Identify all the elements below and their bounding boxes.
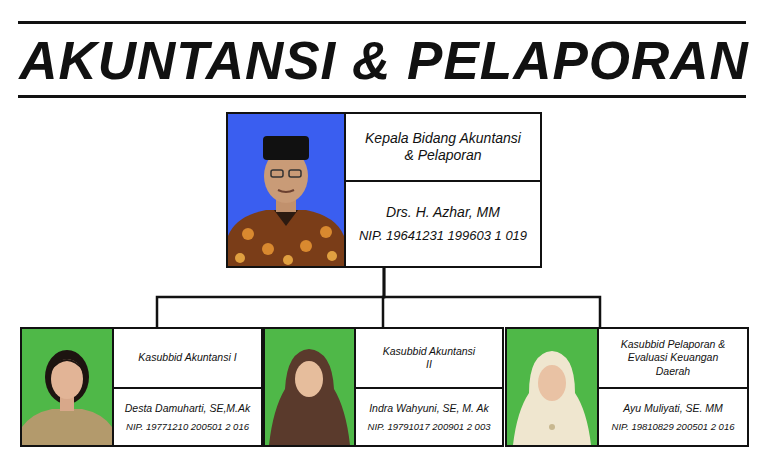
portrait-photo: [507, 329, 597, 445]
employee-id: NIP. 19810829 200501 2 016: [612, 421, 735, 433]
employee-id: NIP. 19771210 200501 2 016: [126, 421, 249, 433]
portrait-photo: [265, 329, 354, 445]
position-cell: Kasubbid Pelaporan & Evaluasi Keuangan D…: [599, 329, 747, 389]
position-cell: Kepala Bidang Akuntansi & Pelaporan: [346, 114, 540, 182]
person-name: Desta Damuharti, SE,M.Ak: [125, 402, 250, 415]
identity-cell: Ayu Muliyati, SE. MM NIP. 19810829 200501…: [599, 389, 747, 445]
text-column: Kasubbid Akuntansi I Desta Damuharti, SE,…: [112, 329, 261, 445]
position-title: Kasubbid Akuntansi I: [138, 351, 236, 364]
org-connector: [157, 268, 384, 327]
position-title: Kasubbid Pelaporan & Evaluasi Keuangan D…: [614, 338, 732, 377]
employee-id: NIP. 19791017 200901 2 003: [368, 421, 491, 433]
person-name: Indra Wahyuni, SE, M. Ak: [369, 402, 489, 415]
title-band: AKUNTANSI & PELAPORAN: [14, 24, 754, 96]
person-box: Kasubbid Akuntansi I Desta Damuharti, SE,…: [20, 327, 263, 447]
person-name: Ayu Muliyati, SE. MM: [623, 402, 723, 415]
identity-cell: Indra Wahyuni, SE, M. Ak NIP. 19791017 20…: [356, 389, 502, 445]
person-box: Kasubbid Akuntansi II Indra Wahyuni, SE, …: [263, 327, 504, 447]
person-box: Kepala Bidang Akuntansi & PelaporanDrs. …: [226, 112, 542, 268]
person-name: Drs. H. Azhar, MM: [386, 204, 500, 222]
person-box: Kasubbid Pelaporan & Evaluasi Keuangan D…: [505, 327, 749, 447]
employee-id: NIP. 19641231 199603 1 019: [359, 228, 527, 244]
position-title: Kepala Bidang Akuntansi & Pelaporan: [363, 130, 523, 165]
portrait-photo: [22, 329, 112, 445]
org-connector: [384, 268, 600, 327]
position-cell: Kasubbid Akuntansi I: [114, 329, 261, 389]
portrait-photo: [228, 114, 344, 266]
identity-cell: Drs. H. Azhar, MM NIP. 19641231 199603 1 …: [346, 182, 540, 266]
identity-cell: Desta Damuharti, SE,M.AkNIP. 19771210 20…: [114, 389, 261, 445]
position-title: Kasubbid Akuntansi II: [379, 345, 479, 371]
text-column: Kasubbid Pelaporan & Evaluasi Keuangan D…: [597, 329, 747, 445]
diagram-title: AKUNTANSI & PELAPORAN: [19, 30, 749, 91]
text-column: Kasubbid Akuntansi II Indra Wahyuni, SE, …: [354, 329, 502, 445]
text-column: Kepala Bidang Akuntansi & PelaporanDrs. …: [344, 114, 540, 266]
position-cell: Kasubbid Akuntansi II: [356, 329, 502, 389]
